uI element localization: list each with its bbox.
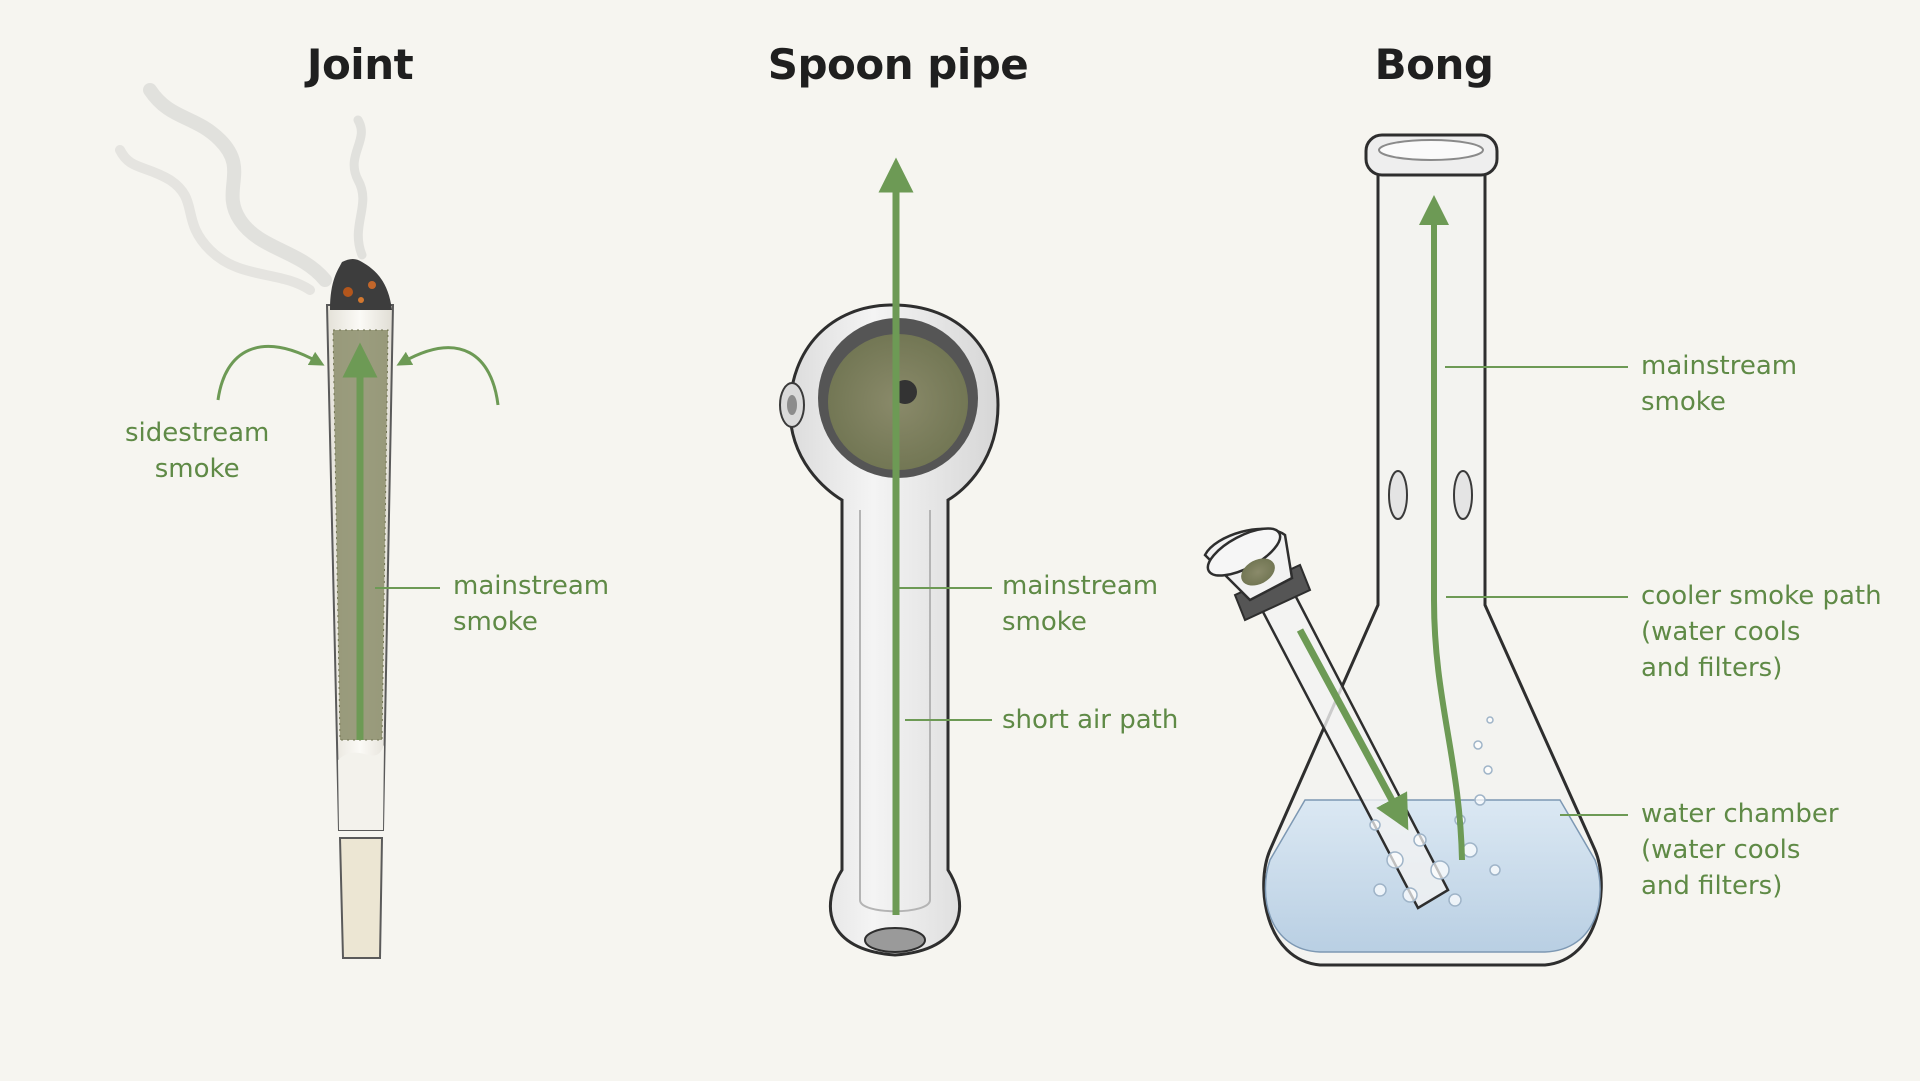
sidestream-arrow-right [396, 346, 500, 406]
smoke-wisps [115, 83, 368, 295]
sidestream-arrow-left [216, 345, 325, 401]
title-spoon-pipe: Spoon pipe [767, 40, 1029, 89]
label-joint-sidestream: sidestream smoke [125, 418, 270, 484]
title-joint: Joint [306, 40, 414, 89]
ice-pinch-right [1453, 470, 1473, 520]
joint-illustration [115, 83, 500, 959]
paper-twist [338, 745, 384, 830]
label-bong-mainstream: mainstream smoke [1641, 351, 1798, 417]
bong-cooler-path-arrow [1419, 195, 1465, 861]
bong-illustration [1203, 133, 1628, 967]
filter-tip [338, 837, 384, 959]
ice-pinch-left [1388, 470, 1408, 520]
pipe-mouthpiece [864, 927, 926, 953]
label-joint-mainstream: mainstream smoke [453, 571, 610, 637]
label-bong-water-chamber: water chamber (water cools and filters) [1641, 799, 1839, 901]
label-spoon-airpath: short air path [1002, 705, 1179, 735]
label-bong-cooler-path: cooler smoke path (water cools and filte… [1641, 581, 1882, 683]
spoon-pipe-illustration [779, 157, 1000, 957]
bong-downstem-arrow [1296, 628, 1409, 831]
burning-tip [330, 259, 392, 310]
title-bong: Bong [1374, 40, 1494, 89]
label-spoon-mainstream: mainstream smoke [1002, 571, 1159, 637]
